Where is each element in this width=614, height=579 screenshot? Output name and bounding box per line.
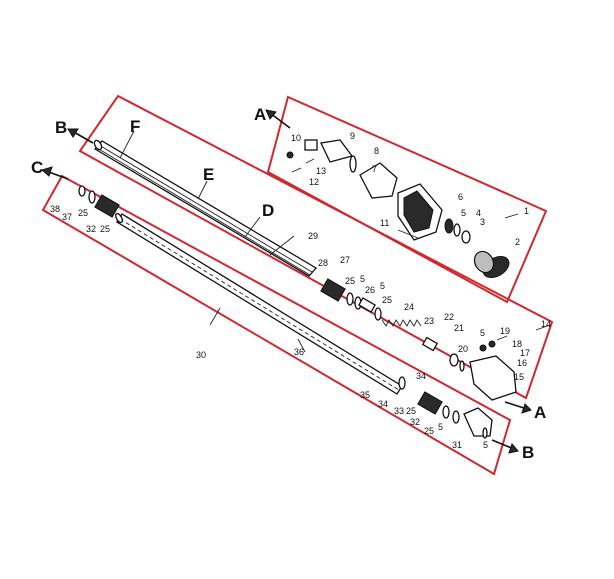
part-number-25f: 25 [78,208,88,218]
part-number-34b: 34 [378,399,388,409]
part-number-29: 29 [308,231,318,241]
part-number-10: 10 [291,133,301,143]
label-a-top: A [254,105,266,124]
part-number-8: 8 [374,146,379,156]
frame-handle-assembly [78,94,554,400]
label-a-right: A [534,403,546,422]
part-number-24: 24 [404,302,414,312]
part-number-9: 9 [350,131,355,141]
label-c: C [31,158,43,177]
label-b-top: B [55,118,67,137]
part-number-5e: 5 [483,440,488,450]
part-number-25d: 25 [406,406,416,416]
label-f: F [130,117,140,136]
part-number-34a: 34 [416,371,426,381]
outer-tube [93,139,318,277]
part-number-5b: 5 [360,274,365,284]
part-number-5c: 5 [380,281,385,291]
part-number-1: 1 [524,206,529,216]
part-number-28: 28 [318,258,328,268]
part-number-15: 15 [514,372,524,382]
frame-head-assembly [266,95,548,304]
label-b-right: B [522,443,534,462]
handle-parts [320,278,517,401]
part-number-25a: 25 [345,276,355,286]
part-number-14: 14 [541,319,551,329]
part-number-17: 17 [520,348,530,358]
part-number-20: 20 [458,344,468,354]
part-number-5d: 5 [438,422,443,432]
head-parts [286,139,510,278]
part-number-25e: 25 [424,426,434,436]
label-e: E [203,165,214,184]
part-number-31: 31 [452,440,462,450]
part-number-35: 35 [360,390,370,400]
part-number-16: 16 [517,358,527,368]
frame-shaft-assembly [41,174,512,476]
part-number-33: 33 [394,406,404,416]
part-number-21: 21 [454,323,464,333]
part-number-22: 22 [444,312,454,322]
spring [381,319,422,327]
part-number-36: 36 [294,347,304,357]
part-number-30: 30 [196,350,206,360]
part-number-4: 4 [476,208,481,218]
direction-arrows [40,109,532,454]
part-number-11: 11 [380,218,389,228]
part-number-25c: 25 [100,224,110,234]
label-d: D [262,201,274,220]
part-number-25b: 25 [382,295,392,305]
part-number-38: 38 [50,204,60,214]
part-number-7: 7 [372,164,377,174]
part-number-2: 2 [515,237,520,247]
part-number-5f: 5 [480,328,485,338]
part-number-32a: 32 [86,224,96,234]
part-number-13: 13 [316,166,326,176]
part-number-18: 18 [512,339,522,349]
part-number-12: 12 [309,177,319,187]
part-number-27: 27 [340,255,350,265]
part-number-3: 3 [480,217,485,227]
part-number-26: 26 [365,285,375,295]
part-number-6: 6 [458,192,463,202]
part-number-23: 23 [424,316,434,326]
part-number-37: 37 [62,212,72,222]
part-number-5: 5 [461,208,466,218]
part-number-32b: 32 [410,417,420,427]
shaft-parts [78,185,493,439]
leader-lines [119,130,551,353]
part-number-19: 19 [500,326,510,336]
